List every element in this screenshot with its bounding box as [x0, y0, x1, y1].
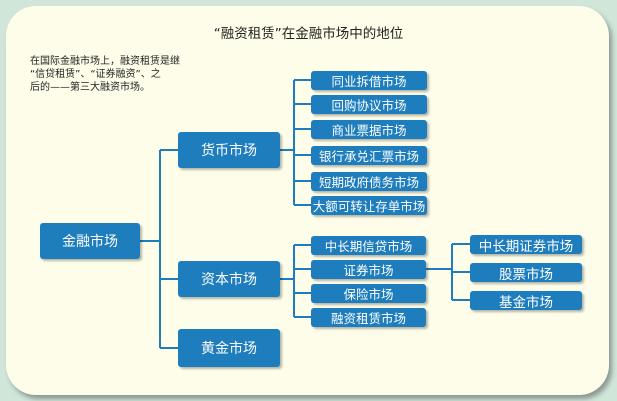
- node-financial-leasing-market: 融资租赁市场: [311, 308, 426, 327]
- node-repo-market: 回购协议市场: [311, 95, 427, 114]
- node-negotiable-cd-market: 大额可转让存单市场: [311, 196, 427, 215]
- node-interbank-lending-market: 同业拆借市场: [311, 71, 427, 90]
- node-stock-market: 股票市场: [470, 263, 582, 283]
- node-gold-market: 黄金市场: [178, 329, 280, 367]
- node-medium-long-term-credit-market: 中长期信贷市场: [311, 236, 426, 255]
- node-short-term-government-debt-market: 短期政府债务市场: [311, 172, 427, 191]
- node-bankers-acceptance-market: 银行承兑汇票市场: [311, 146, 427, 165]
- intro-note-line: “信贷租赁”、“证券融资”、之: [30, 69, 161, 80]
- intro-note: 在国际金融市场上，融资租赁是继 “信贷租赁”、“证券融资”、之 后的——第三大融…: [30, 55, 230, 94]
- intro-note-line: 后的——第三大融资市场。: [30, 82, 150, 93]
- node-capital-market: 资本市场: [178, 261, 280, 297]
- diagram-panel: [6, 6, 609, 395]
- node-securities-market: 证券市场: [311, 260, 426, 279]
- node-fund-market: 基金市场: [470, 291, 582, 311]
- node-financial-market: 金融市场: [40, 223, 140, 259]
- node-money-market: 货币市场: [178, 132, 280, 168]
- node-insurance-market: 保险市场: [311, 284, 426, 303]
- diagram-title: “融资租赁”在金融市场中的地位: [213, 26, 404, 42]
- node-commercial-paper-market: 商业票据市场: [311, 120, 427, 139]
- node-medium-long-term-securities-market: 中长期证券市场: [470, 235, 582, 255]
- intro-note-line: 在国际金融市场上，融资租赁是继: [30, 56, 180, 67]
